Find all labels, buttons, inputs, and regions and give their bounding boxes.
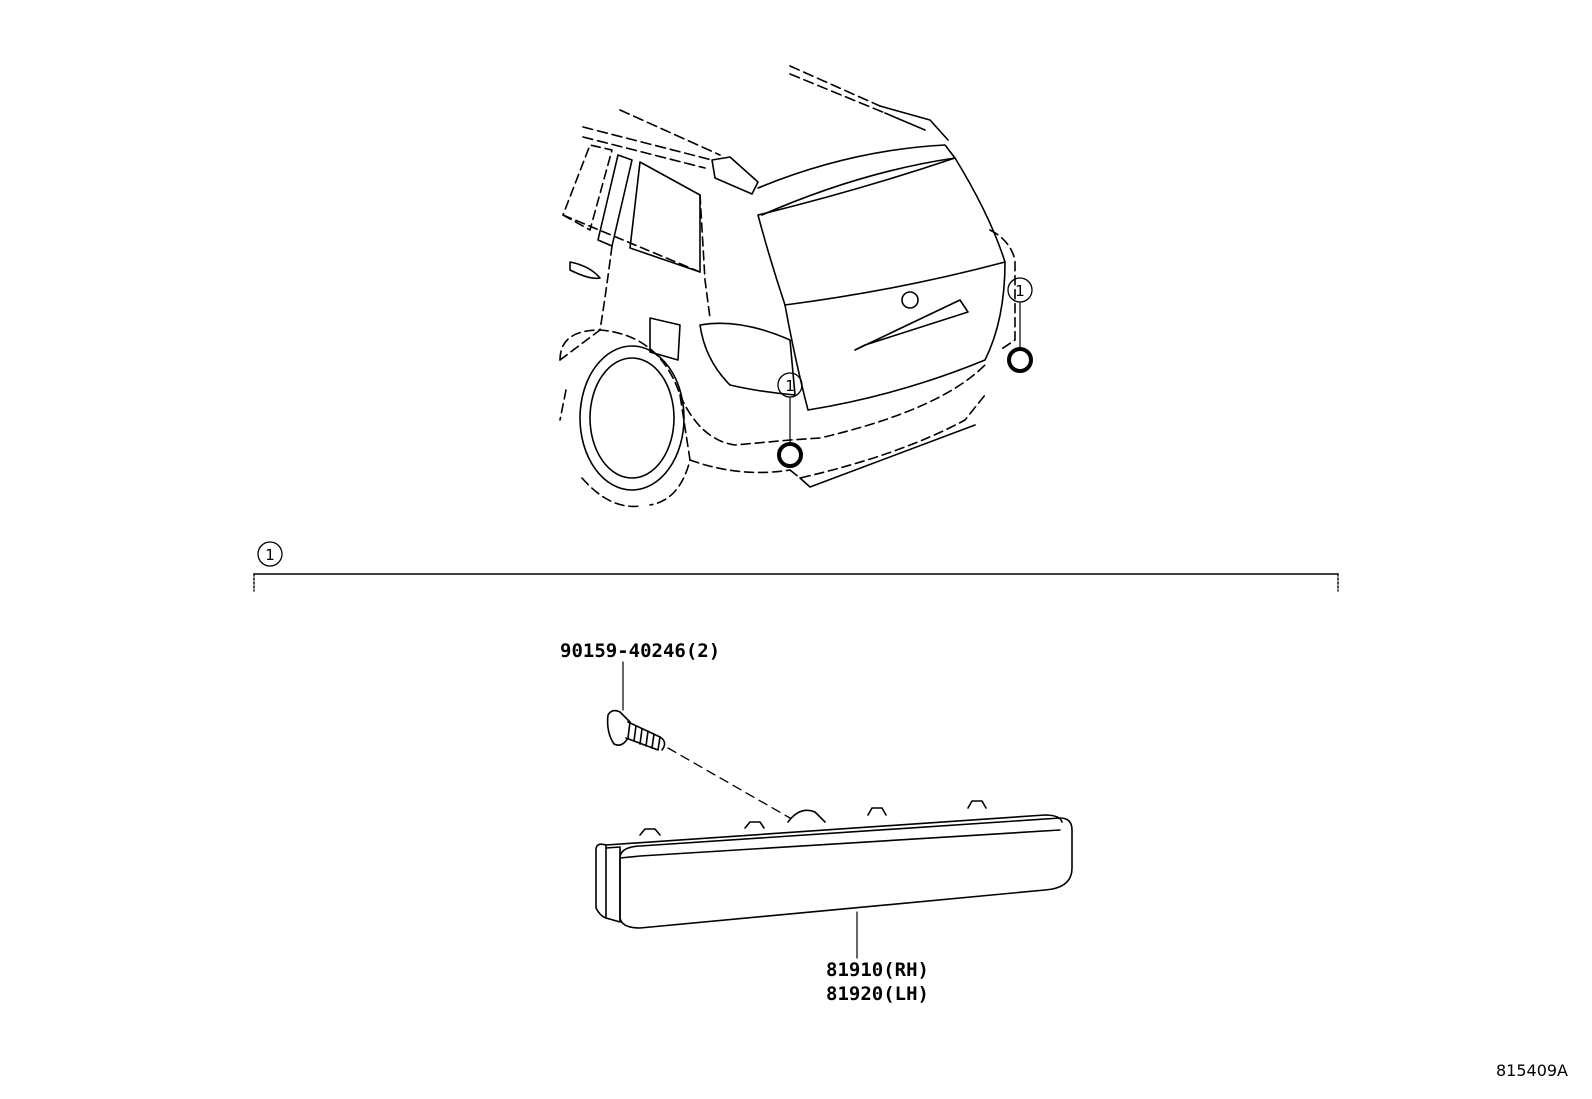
callout-car-left: 1 — [777, 372, 803, 398]
screw-part-number-label: 90159-40246(2) — [560, 640, 720, 662]
screw-part — [606, 661, 666, 751]
callout-car-left-number: 1 — [785, 377, 795, 395]
group-bracket: 1 — [253, 541, 1339, 592]
figure-reference-code: 815409A — [1496, 1061, 1568, 1080]
reflector-rh-part-number-label: 81910(RH) — [826, 959, 929, 981]
reflector-part — [595, 800, 1073, 959]
group-callout-number: 1 — [265, 546, 275, 564]
callout-car-right-number: 1 — [1015, 282, 1025, 300]
car-reflector-position-left — [777, 397, 803, 468]
vehicle-rear-illustration — [559, 65, 1016, 508]
screw-install-leader — [667, 747, 791, 819]
callout-car-right: 1 — [1007, 277, 1033, 303]
car-reflector-position-right — [1007, 302, 1033, 373]
reflector-lh-part-number-label: 81920(LH) — [826, 983, 929, 1005]
